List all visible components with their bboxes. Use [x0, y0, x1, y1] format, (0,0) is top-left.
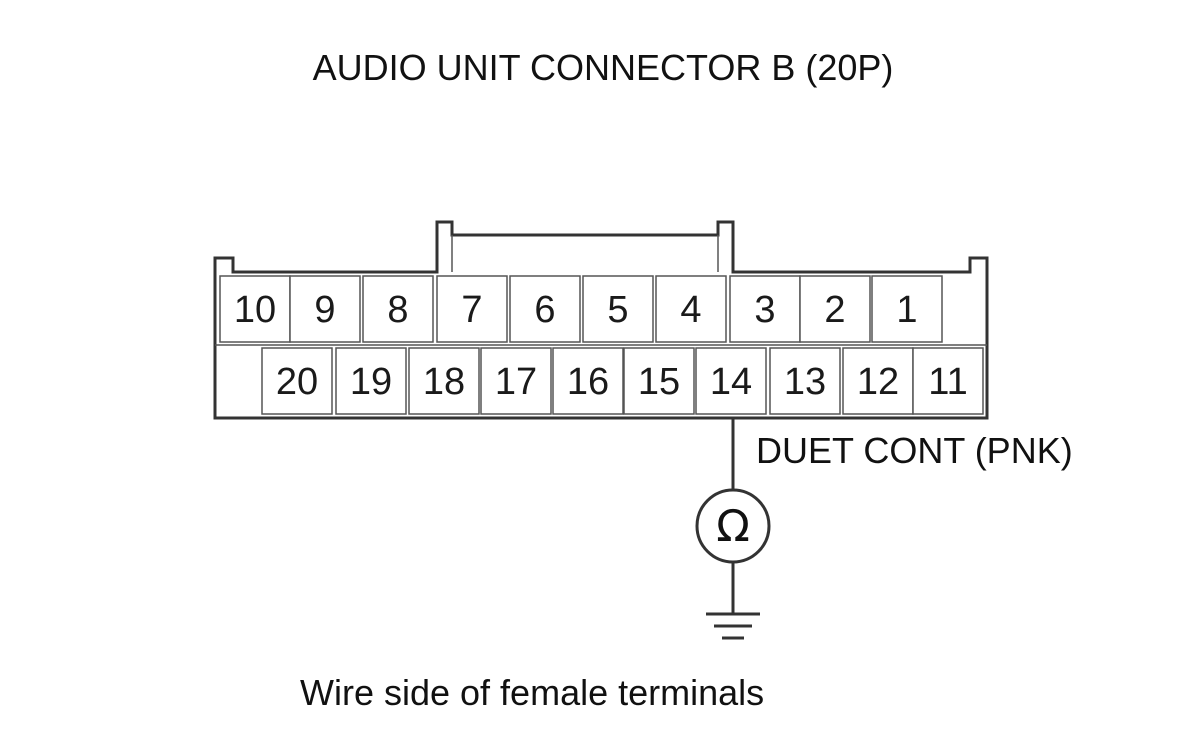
- terminal-number: 8: [387, 289, 408, 331]
- terminal-cell: [509, 275, 581, 343]
- terminal-16: 16: [552, 347, 624, 415]
- terminal-5: 5: [582, 275, 654, 343]
- terminal-number: 9: [314, 289, 335, 331]
- terminal-4: 4: [655, 275, 727, 343]
- terminal-number: 13: [784, 361, 826, 403]
- terminal-cell: [623, 347, 695, 415]
- terminal-number: 1: [896, 289, 917, 331]
- terminal-20: 20: [261, 347, 333, 415]
- terminal-number: 2: [824, 289, 845, 331]
- terminal-11: 11: [912, 347, 984, 415]
- terminal-cell: [219, 275, 291, 343]
- terminal-15: 15: [623, 347, 695, 415]
- terminal-cell: [769, 347, 841, 415]
- terminal-cell: [871, 275, 943, 343]
- terminal-number: 7: [461, 289, 482, 331]
- ground-icon: [706, 612, 760, 640]
- terminal-cell: [480, 347, 552, 415]
- terminal-number: 19: [350, 361, 392, 403]
- wire-label: DUET CONT (PNK): [756, 430, 1073, 471]
- terminal-number: 17: [495, 361, 537, 403]
- terminal-number: 16: [567, 361, 609, 403]
- terminal-cell: [335, 347, 407, 415]
- terminal-9: 9: [289, 275, 361, 343]
- terminal-14: 14: [695, 347, 767, 415]
- terminal-number: 11: [928, 361, 967, 403]
- terminal-cell: [842, 347, 914, 415]
- terminal-3: 3: [729, 275, 801, 343]
- terminal-cell: [261, 347, 333, 415]
- terminal-number: 18: [423, 361, 465, 403]
- terminal-cell: [655, 275, 727, 343]
- terminal-13: 13: [769, 347, 841, 415]
- terminal-cell: [799, 275, 871, 343]
- terminal-17: 17: [480, 347, 552, 415]
- terminal-number: 20: [276, 361, 318, 403]
- connector-housing: [213, 220, 989, 420]
- bottom-row-cells: 20 19 18 17 16 15 14 13 12 11: [261, 347, 984, 415]
- terminal-19: 19: [335, 347, 407, 415]
- top-row-cells: 10 9 8 7 6 5 4 3 2 1: [219, 275, 943, 343]
- ohmmeter-icon: Ω: [695, 488, 771, 564]
- terminal-cell: [436, 275, 508, 343]
- terminal-cell: [582, 275, 654, 343]
- terminal-number: 12: [857, 361, 899, 403]
- terminal-2: 2: [799, 275, 871, 343]
- terminal-number: 3: [754, 289, 775, 331]
- diagram-title: AUDIO UNIT CONNECTOR B (20P): [313, 47, 894, 88]
- terminal-1: 1: [871, 275, 943, 343]
- terminal-number: 5: [607, 289, 628, 331]
- terminal-cell: [362, 275, 434, 343]
- terminal-cell: [408, 347, 480, 415]
- terminal-6: 6: [509, 275, 581, 343]
- terminal-18: 18: [408, 347, 480, 415]
- terminal-10: 10: [219, 275, 291, 343]
- terminal-number: 6: [534, 289, 555, 331]
- ohm-symbol: Ω: [716, 501, 750, 552]
- caption: Wire side of female terminals: [300, 672, 764, 713]
- terminal-cell: [695, 347, 767, 415]
- terminal-7: 7: [436, 275, 508, 343]
- terminal-cell: [912, 347, 984, 415]
- terminal-8: 8: [362, 275, 434, 343]
- terminal-cell: [289, 275, 361, 343]
- terminal-number: 4: [680, 289, 701, 331]
- terminal-number: 14: [710, 361, 752, 403]
- terminal-12: 12: [842, 347, 914, 415]
- terminal-cell: [552, 347, 624, 415]
- terminal-number: 15: [638, 361, 680, 403]
- terminal-number: 10: [234, 289, 276, 331]
